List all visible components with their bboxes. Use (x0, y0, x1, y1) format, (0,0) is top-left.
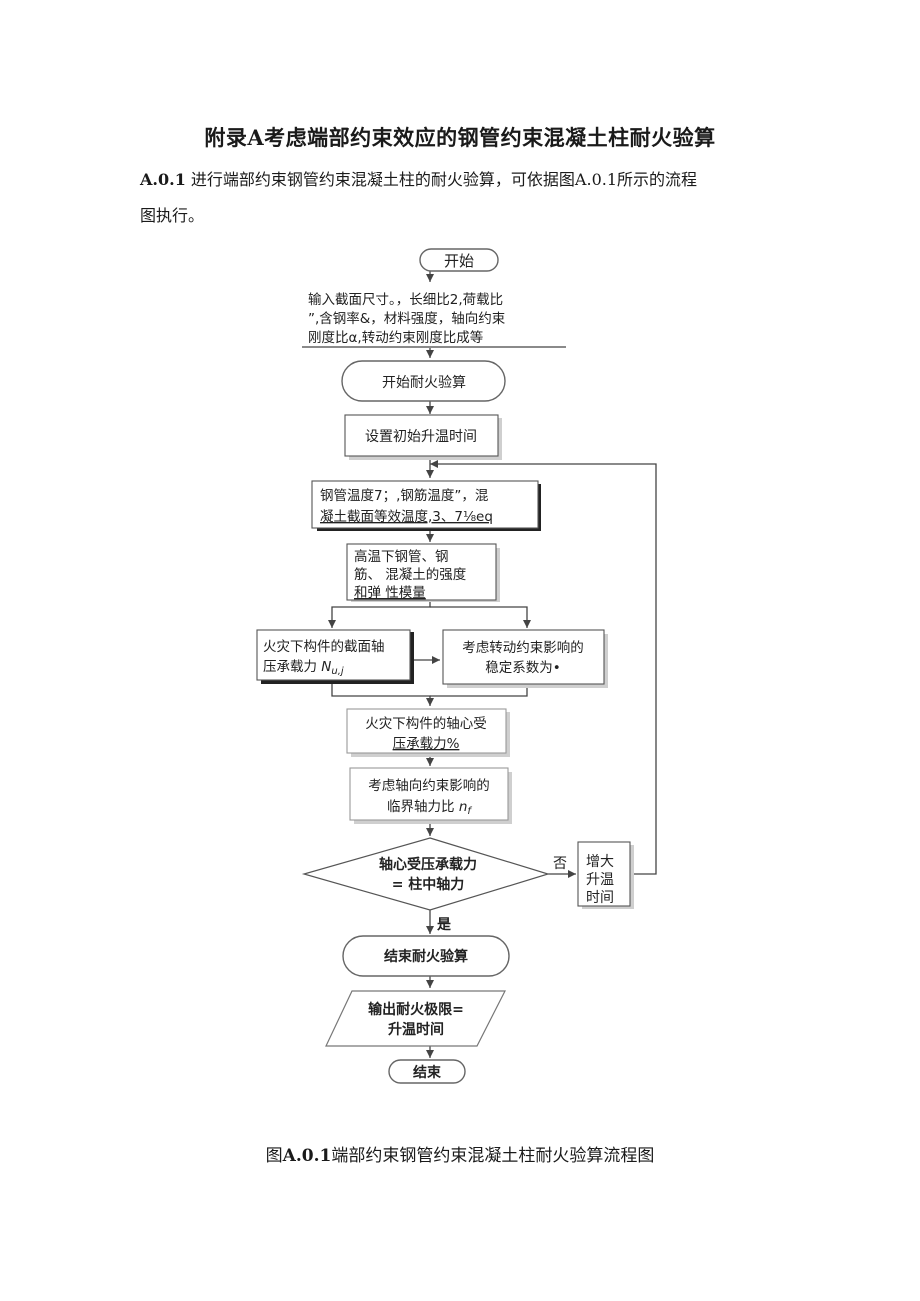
axial-capacity-line-2: 压承载力% (393, 736, 460, 752)
section-capacity-line-2: 压承载力 Nu,j (263, 659, 344, 677)
increase-line-1: 增大 (586, 854, 614, 870)
begin-check-node: 开始耐火验算 (341, 360, 506, 402)
end-check-label: 结束耐火验算 (384, 948, 468, 965)
increase-line-2: 升温 (586, 872, 614, 888)
appendix-title: 附录A考虑端部约束效应的钢管约束混凝土柱耐火验算 (204, 125, 716, 150)
material-line-1: 高温下钢管、钢 (354, 548, 449, 565)
intro-paragraph-cont: 图执行。 (140, 206, 205, 225)
critical-ratio-line-1: 考虑轴向约束影响的 (368, 778, 490, 794)
end-label: 结束 (413, 1064, 442, 1081)
end-check-node: 结束耐火验算 (342, 935, 510, 977)
axial-capacity-node: 火灾下构件的轴心受 压承载力% (346, 708, 510, 757)
start-label: 开始 (444, 252, 474, 270)
start-node: 开始 (419, 248, 499, 272)
material-node: 高温下钢管、钢 筋、 混凝土的强度 和弹 性模量 (346, 543, 500, 602)
begin-check-label: 开始耐火验算 (382, 375, 466, 391)
section-capacity-text: 压承载力 (263, 659, 317, 675)
critical-ratio-text: 临界轴力比 (387, 799, 455, 815)
critical-ratio-subscript: f (467, 806, 472, 817)
input-line-3: 刚度比α,转动约束刚度比成等 (308, 329, 483, 346)
yes-label: 是 (437, 917, 452, 933)
section-capacity-line-1: 火灾下构件的截面轴 (263, 638, 385, 655)
caption-prefix: 图 (265, 1146, 283, 1166)
critical-ratio-line-2: 临界轴力比 nf (387, 799, 472, 817)
decision-line-2: = 柱中轴力 (392, 876, 465, 893)
section-capacity-symbol: N (321, 659, 331, 675)
output-line-1: 输出耐火极限= (368, 1001, 464, 1018)
critical-ratio-symbol: n (459, 799, 468, 815)
set-time-node: 设置初始升温时间 (344, 414, 502, 460)
stability-line-1: 考虑转动约束影响的 (462, 640, 584, 656)
section-capacity-subscript: u,j (331, 666, 344, 677)
material-line-2: 筋、 混凝土的强度 (354, 566, 466, 583)
decision-line-1: 轴心受压承载力 (379, 856, 477, 873)
increase-line-3: 时间 (586, 890, 614, 906)
section-capacity-node: 火灾下构件的截面轴 压承载力 Nu,j (256, 629, 414, 684)
no-label: 否 (553, 856, 567, 872)
output-node: 输出耐火极限= 升温时间 (325, 990, 506, 1047)
stability-node: 考虑转动约束影响的 稳定系数为• (442, 629, 608, 688)
temperatures-node: 钢管温度7；,钢筋温度”，混 凝土截面等效温度,3、7⅛eq (311, 480, 541, 531)
caption-text: 端部约束钢管约束混凝土柱耐火验算流程图 (331, 1146, 655, 1166)
input-block: 输入截面尺寸。，长细比2,荷载比 ”,含钢率&，材料强度，轴向约束 刚度比α,转… (302, 292, 566, 348)
stability-line-2: 稳定系数为• (485, 660, 560, 676)
temps-line-2: 凝土截面等效温度,3、7⅛eq (320, 508, 493, 525)
input-line-1: 输入截面尺寸。，长细比2,荷载比 (308, 292, 503, 308)
output-line-2: 升温时间 (388, 1021, 444, 1038)
input-line-2: ”,含钢率&，材料强度，轴向约束 (308, 310, 506, 327)
critical-ratio-node: 考虑轴向约束影响的 临界轴力比 nf (349, 767, 512, 824)
end-node: 结束 (388, 1059, 466, 1084)
set-time-label: 设置初始升温时间 (365, 428, 477, 445)
intro-paragraph: A.0.1 进行端部约束钢管约束混凝土柱的耐火验算，可依据图A.0.1所示的流程 (140, 162, 780, 198)
material-line-3: 和弹 性模量 (354, 585, 426, 601)
intro-text: 进行端部约束钢管约束混凝土柱的耐火验算，可依据图A.0.1所示的流程 (190, 170, 698, 189)
increase-time-node: 增大 升温 时间 (577, 841, 634, 909)
caption-number: A.0.1 (282, 1146, 332, 1166)
axial-capacity-line-1: 火灾下构件的轴心受 (365, 715, 487, 732)
decision-node: 轴心受压承载力 = 柱中轴力 (301, 837, 551, 911)
figure-caption: 图A.0.1端部约束钢管约束混凝土柱耐火验算流程图 (0, 1141, 920, 1166)
temps-line-1: 钢管温度7；,钢筋温度”，混 (320, 487, 489, 504)
clause-number: A.0.1 (140, 170, 186, 189)
